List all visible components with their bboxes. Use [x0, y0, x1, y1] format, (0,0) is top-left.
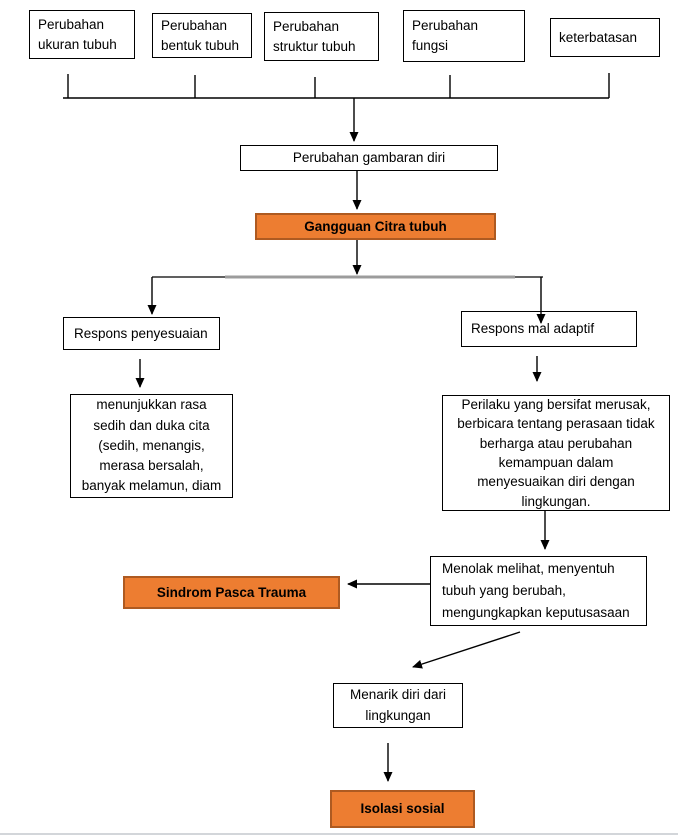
node-perubahan-ukuran-tubuh: Perubahan ukuran tubuh [29, 10, 135, 59]
node-perubahan-fungsi: Perubahan fungsi [403, 10, 525, 62]
node-label: menunjukkan rasa sedih dan duka cita (se… [81, 397, 222, 494]
node-label: Perubahan gambaran diri [292, 150, 446, 166]
node-menolak-melihat: Menolak melihat, menyentuh tubuh yang be… [430, 556, 647, 626]
node-label: Isolasi sosial [360, 801, 445, 817]
node-respons-mal-adaptif-detail: Perilaku yang bersifat merusak, berbicar… [442, 395, 670, 511]
node-perubahan-gambaran-diri: Perubahan gambaran diri [240, 145, 498, 171]
page-bottom-edge [0, 833, 678, 835]
node-perubahan-bentuk-tubuh: Perubahan bentuk tubuh [152, 13, 252, 58]
node-label: Menarik diri dari lingkungan [349, 687, 447, 723]
node-label: Perubahan struktur tubuh [273, 18, 356, 54]
node-label: Perubahan ukuran tubuh [38, 16, 117, 52]
node-gangguan-citra-tubuh: Gangguan Citra tubuh [255, 213, 496, 240]
node-perubahan-struktur-tubuh: Perubahan struktur tubuh [264, 12, 379, 61]
node-respons-mal-adaptif: Respons mal adaptif [461, 311, 637, 347]
node-label: Perubahan bentuk tubuh [161, 17, 240, 53]
node-label: Perubahan fungsi [412, 18, 479, 53]
connector-arrow-menolak-to-menarik [412, 631, 521, 669]
node-isolasi-sosial: Isolasi sosial [330, 790, 475, 828]
node-label: Respons penyesuaian [74, 325, 208, 341]
node-menarik-diri: Menarik diri dari lingkungan [333, 683, 463, 728]
node-label: Menolak melihat, menyentuh tubuh yang be… [442, 561, 630, 620]
node-label: Respons mal adaptif [471, 321, 595, 337]
node-sindrom-pasca-trauma: Sindrom Pasca Trauma [123, 576, 340, 609]
node-label: Gangguan Citra tubuh [304, 218, 447, 234]
node-label: Perilaku yang bersifat merusak, berbicar… [457, 397, 655, 509]
node-respons-penyesuaian: Respons penyesuaian [63, 317, 220, 350]
node-keterbatasan: keterbatasan [550, 18, 660, 57]
node-respons-penyesuaian-detail: menunjukkan rasa sedih dan duka cita (se… [70, 394, 233, 498]
node-label: keterbatasan [559, 29, 638, 45]
node-label: Sindrom Pasca Trauma [156, 584, 307, 600]
